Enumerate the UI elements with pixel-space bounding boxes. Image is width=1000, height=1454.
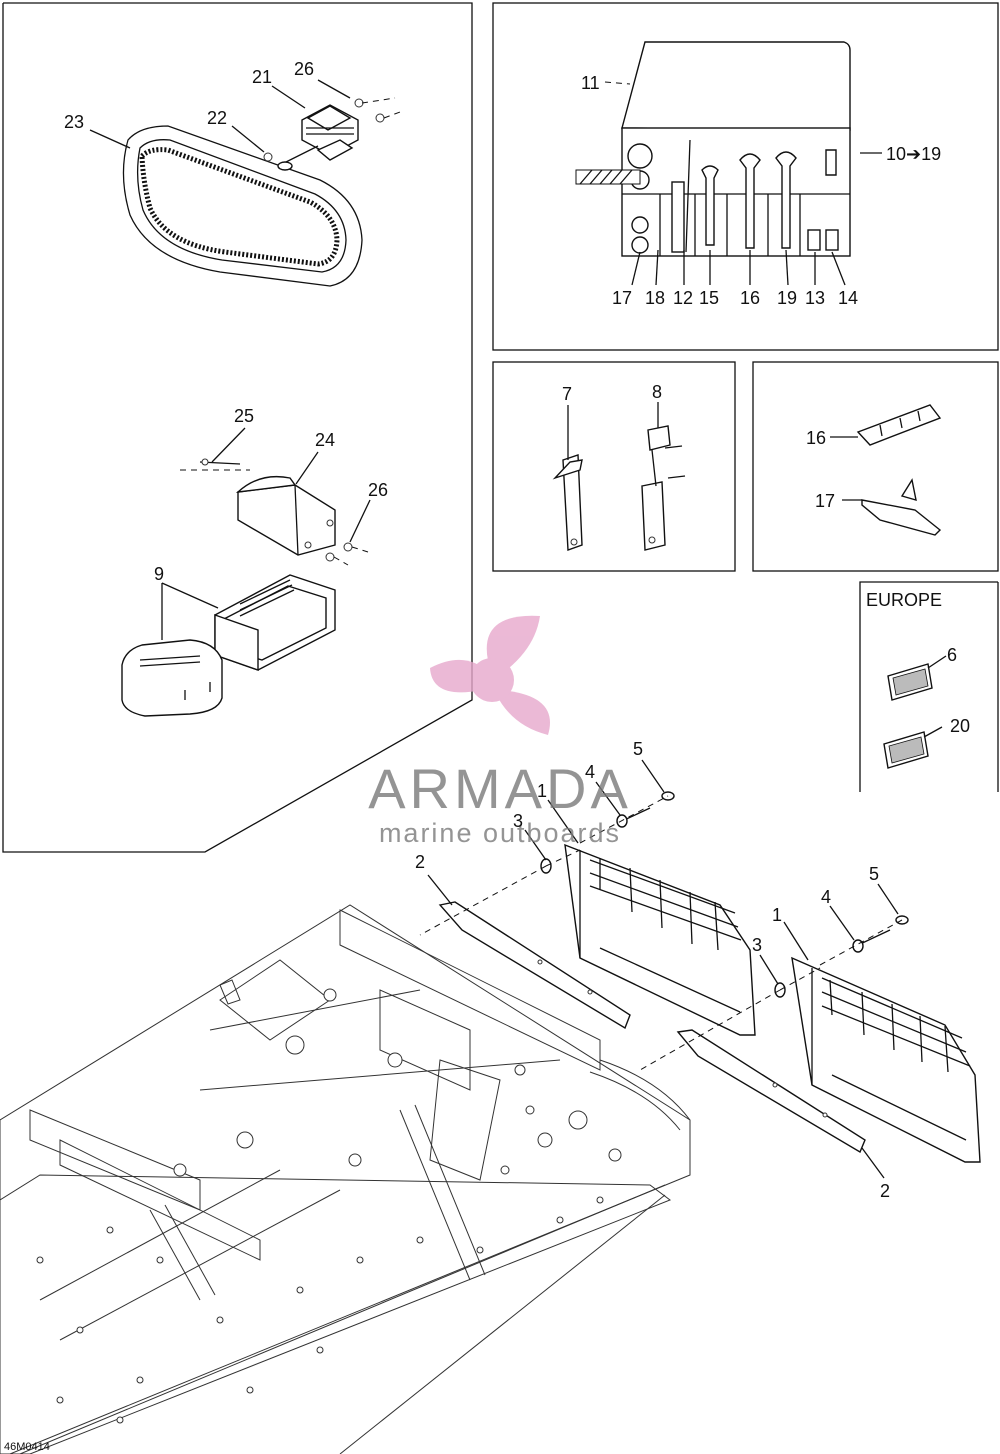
- callout-labels: 23 22 21 26 25 24 26 9 11 10➔19 17 18 12…: [4, 59, 970, 1453]
- callout-5-right: 5: [869, 864, 879, 884]
- armada-watermark: ARMADA marine outboards: [368, 615, 632, 848]
- spark-plug-tools: [552, 425, 686, 551]
- callout-24: 24: [315, 430, 335, 450]
- panel-europe: [859, 581, 999, 792]
- leader-lines: [89, 79, 947, 1179]
- callout-26-bag: 26: [368, 480, 388, 500]
- callout-13: 13: [805, 288, 825, 308]
- callout-17-bracket: 17: [815, 491, 835, 511]
- callout-18: 18: [645, 288, 665, 308]
- callout-4-right: 4: [821, 887, 831, 907]
- callout-6: 6: [947, 645, 957, 665]
- tool-bag: [180, 458, 369, 566]
- watermark-tagline: marine outboards: [379, 818, 621, 848]
- callout-8: 8: [652, 382, 662, 402]
- callout-7: 7: [562, 384, 572, 404]
- callout-16-bracket: 16: [806, 428, 826, 448]
- chassis-frame: [0, 904, 691, 1454]
- callout-21: 21: [252, 67, 272, 87]
- callout-15: 15: [699, 288, 719, 308]
- europe-label: EUROPE: [866, 590, 942, 610]
- callout-22: 22: [207, 108, 227, 128]
- callout-4-left: 4: [585, 762, 595, 782]
- callout-5-left: 5: [633, 739, 643, 759]
- diagram-code: 46M0414: [4, 1441, 50, 1453]
- assembly-lines: [419, 795, 903, 1071]
- callout-10-to-19: 10➔19: [886, 144, 941, 164]
- callout-2-left: 2: [415, 852, 425, 872]
- callout-2-right: 2: [880, 1181, 890, 1201]
- hatch-rail: [575, 169, 641, 185]
- panel-tool-kit: [492, 2, 999, 351]
- callout-1-right: 1: [772, 905, 782, 925]
- callout-23: 23: [64, 112, 84, 132]
- callout-9: 9: [154, 564, 164, 584]
- callout-16: 16: [740, 288, 760, 308]
- panel-belt-and-cover: [2, 2, 473, 853]
- callout-1-left: 1: [537, 781, 547, 801]
- watermark-brand: ARMADA: [368, 757, 632, 820]
- belt-holder-clip: [263, 97, 401, 171]
- brackets: [856, 404, 942, 536]
- europe-labels: [883, 663, 933, 769]
- callout-12: 12: [673, 288, 693, 308]
- callout-19: 19: [777, 288, 797, 308]
- callout-26-top: 26: [294, 59, 314, 79]
- drive-belt: [122, 125, 363, 287]
- callout-20: 20: [950, 716, 970, 736]
- side-panel-right: [676, 956, 981, 1163]
- panel-spark-tools: [492, 361, 736, 572]
- callout-11: 11: [581, 73, 600, 93]
- storage-covers: [121, 574, 336, 717]
- callout-17: 17: [612, 288, 632, 308]
- panel-brackets: [752, 361, 999, 572]
- side-panel-left: [438, 843, 756, 1036]
- callout-25: 25: [234, 406, 254, 426]
- callout-14: 14: [838, 288, 858, 308]
- tool-kit-pouch: [575, 41, 851, 257]
- callout-3-right: 3: [752, 935, 762, 955]
- propeller-logo-icon: [430, 615, 550, 735]
- callout-3-left: 3: [513, 811, 523, 831]
